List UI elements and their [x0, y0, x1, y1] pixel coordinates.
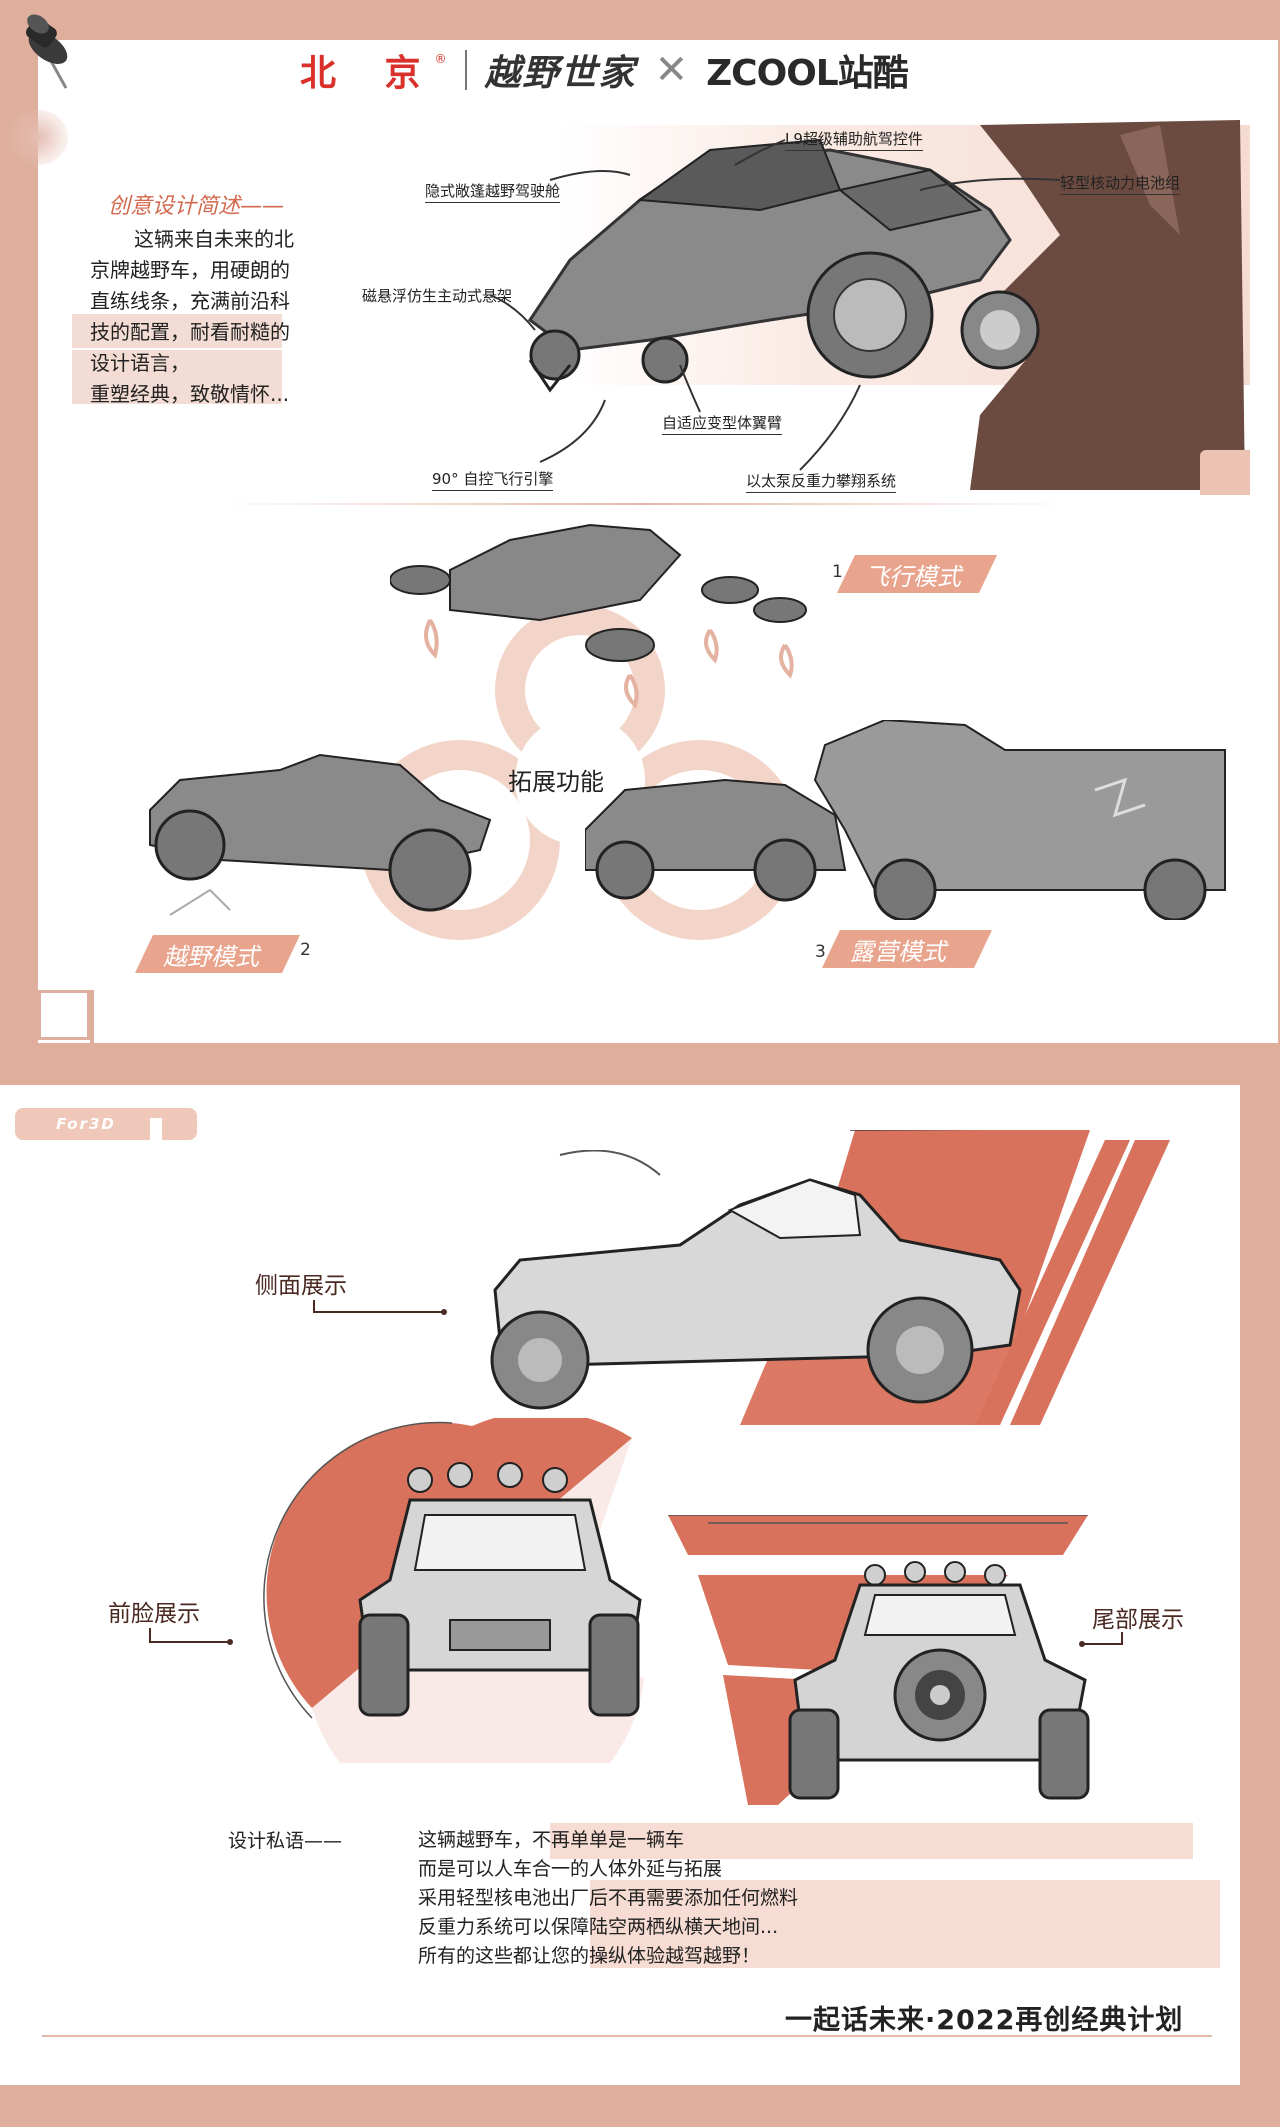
brief-title: 创意设计简述—— — [108, 194, 285, 219]
note-highlight-1 — [550, 1823, 1193, 1859]
notes-title: 设计私语—— — [228, 1830, 343, 1852]
car-sketch-flying — [390, 523, 807, 709]
label-leader-front — [149, 1628, 233, 1645]
brief-line: 京牌越野车，用硬朗的 — [90, 258, 290, 282]
slogan-underline — [42, 2035, 1212, 2037]
car-sketch-rear — [788, 1561, 1090, 1800]
car-sketch-camping — [585, 720, 1226, 920]
notes-body: 这辆越野车，不再单单是一辆车 而是可以人车合一的人体外延与拓展 采用轻型核电池出… — [418, 1826, 798, 1971]
decorative-stain — [8, 110, 68, 165]
mode-number: 2 — [300, 940, 311, 960]
brand-yueye: 越野世家 — [484, 52, 637, 94]
brand-header: 北 京 ® 越野世家 ✕ ZCOOL站酷 — [300, 40, 1000, 100]
brief-line: 设计语言， — [90, 351, 190, 375]
car-sketch-offroad — [149, 753, 492, 916]
mode-tag-offroad: 越野模式 — [135, 935, 300, 973]
cross-icon: ✕ — [654, 47, 689, 93]
arrow-icon — [679, 364, 701, 413]
header-separator — [464, 50, 467, 90]
callout-arrows — [489, 139, 1061, 471]
view-label-front: 前脸展示 — [108, 1601, 200, 1627]
mode-label: 越野模式 — [163, 942, 259, 971]
brief-line: 这辆来自未来的北 — [134, 227, 294, 251]
view-label-side: 侧面展示 — [255, 1273, 347, 1299]
arrow-icon — [799, 384, 861, 471]
note-line: 这辆越野车，不再单单是一辆车 — [418, 1829, 685, 1851]
callout-wing: 自适应变型体翼臂 — [662, 412, 783, 435]
callout-suspension: 磁悬浮仿生主动式悬架 — [362, 287, 513, 305]
car-sketch-front — [358, 1462, 642, 1717]
section-divider — [215, 503, 1075, 505]
arrow-icon — [539, 399, 606, 463]
mode-tag-camping: 露营模式 — [822, 930, 992, 968]
for3d-pointer — [150, 1118, 162, 1142]
frame-corner-square — [38, 990, 90, 1040]
brief-line: 重塑经典，致敬情怀... — [90, 382, 290, 406]
brief-line: 技的配置，耐看耐糙的 — [90, 320, 290, 344]
slogan: 一起话未来·2022再创经典计划 — [785, 2005, 1184, 2036]
arrow-icon — [919, 177, 1061, 191]
callout-engine: 90° 自控飞行引擎 — [432, 468, 554, 491]
registered-mark: ® — [434, 52, 447, 66]
note-line: 而是可以人车合一的人体外延与拓展 — [418, 1858, 723, 1880]
callout-cabin: 隐式敞篷越野驾驶舱 — [425, 180, 561, 203]
label-leader-rear — [1079, 1632, 1123, 1647]
frame-strip-left — [0, 0, 38, 1043]
frame-notch — [90, 990, 94, 1043]
mode-label: 飞行模式 — [865, 562, 961, 591]
car-sketch-main — [527, 138, 1040, 393]
note-line: 所有的这些都让您的操纵体验越驾越野！ — [418, 1945, 761, 1967]
arrow-icon — [549, 170, 631, 181]
expansion-center-label: 拓展功能 — [508, 768, 604, 796]
brand-zcool: ZCOOL站酷 — [706, 53, 909, 94]
callout-ether: 以太泵反重力攀翔系统 — [746, 470, 897, 493]
brief-body: 这辆来自未来的北 京牌越野车，用硬朗的 直练线条，充满前沿科 技的配置，耐看耐糙… — [90, 224, 330, 410]
brand-beijing: 北 京 — [300, 52, 439, 94]
label-leader-side — [313, 1300, 447, 1315]
bottom-frame-strip — [0, 2085, 1280, 2127]
brief-highlight-1 — [72, 314, 282, 348]
mode-number: 1 — [832, 562, 843, 582]
arrow-icon — [734, 139, 786, 166]
callout-battery: 轻型核动力电池组 — [1060, 172, 1181, 195]
car-sketch-side — [490, 1150, 1022, 1410]
note-line: 反重力系统可以保障陆空两栖纵横天地间... — [418, 1916, 779, 1938]
mode-tag-flying: 飞行模式 — [837, 555, 997, 593]
arrow-icon — [489, 294, 536, 331]
note-highlight-2 — [590, 1880, 1220, 1968]
for3d-tag: For3D — [15, 1108, 197, 1140]
brief-highlight-3 — [72, 370, 282, 404]
note-line: 采用轻型核电池出厂后不再需要添加任何燃料 — [418, 1887, 799, 1909]
for3d-label: For3D — [56, 1115, 116, 1133]
mode-number: 3 — [815, 942, 826, 962]
brief-line: 直练线条，充满前沿科 — [90, 289, 290, 313]
view-label-rear: 尾部展示 — [1092, 1607, 1184, 1633]
mode-label: 露营模式 — [850, 937, 946, 966]
callout-l9: L9超级辅助航驾控件 — [785, 128, 923, 151]
pushpin-icon — [26, 14, 68, 89]
